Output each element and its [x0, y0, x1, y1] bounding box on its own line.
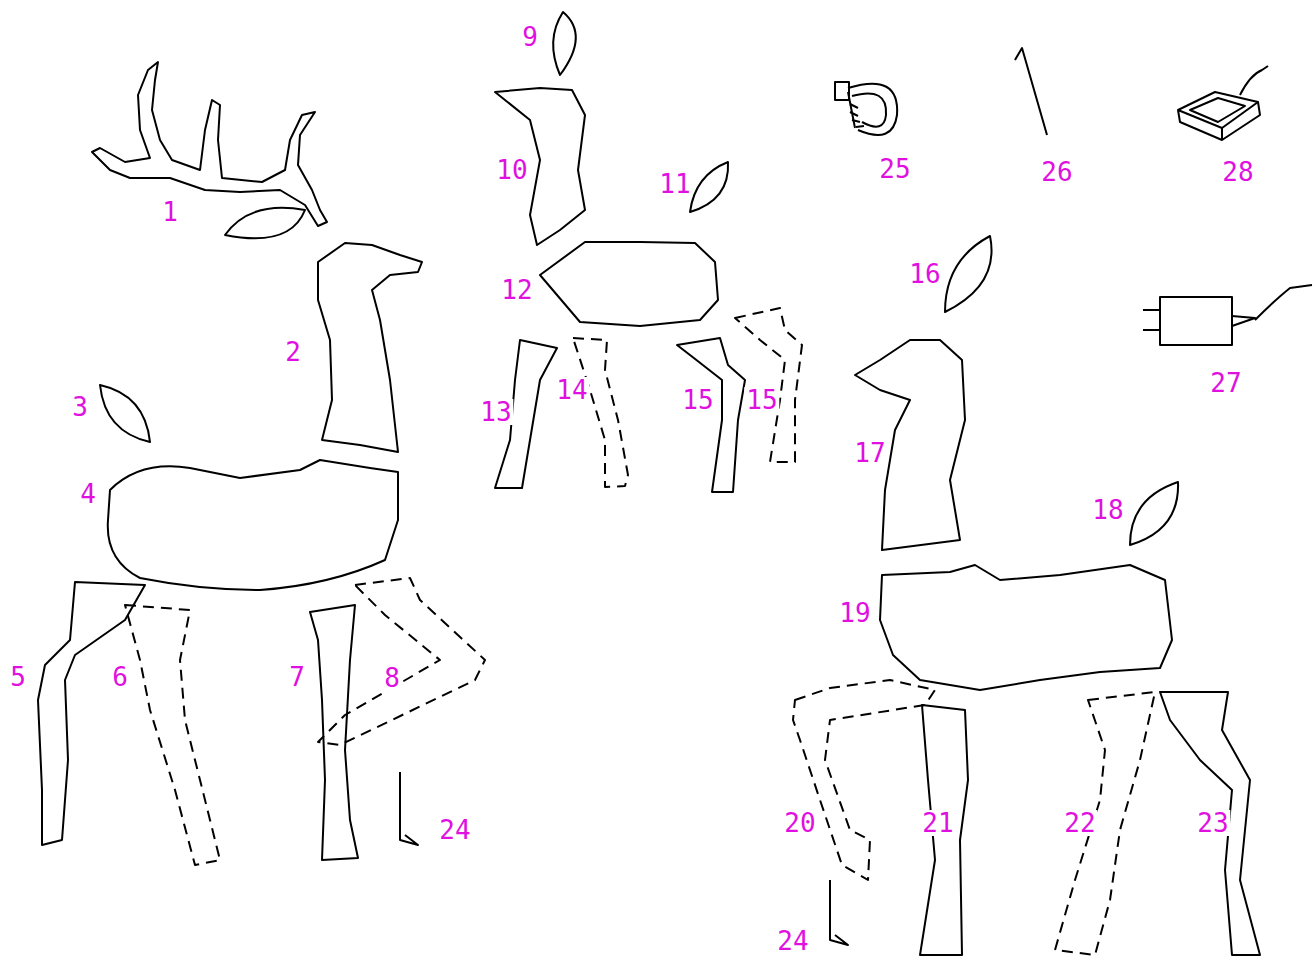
callout-number: 11	[657, 171, 692, 197]
callout-number: 1	[160, 199, 180, 225]
callout-number: 18	[1090, 497, 1125, 523]
ground-stake	[830, 880, 848, 945]
power-adapter	[1160, 297, 1232, 345]
leg	[1160, 692, 1260, 955]
head-neck	[495, 88, 585, 245]
callout-number: 27	[1208, 370, 1243, 396]
callout-number: 23	[1195, 810, 1230, 836]
callout-number: 24	[775, 928, 810, 954]
callout-number: 8	[382, 665, 402, 691]
callout-number: 20	[782, 810, 817, 836]
leg	[677, 338, 745, 492]
callout-number: 28	[1220, 159, 1255, 185]
leg-far-side	[735, 308, 802, 462]
antlers	[92, 62, 327, 226]
callout-number: 26	[1039, 159, 1074, 185]
callout-number: 3	[70, 394, 90, 420]
head-neck	[318, 243, 422, 452]
leg-far-side	[318, 578, 485, 745]
callout-number: 10	[494, 157, 529, 183]
callout-number: 22	[1062, 810, 1097, 836]
body	[540, 242, 718, 326]
callout-number: 4	[78, 481, 98, 507]
callout-number: 12	[499, 277, 534, 303]
callout-number: 25	[877, 156, 912, 182]
coil-windings	[850, 104, 864, 127]
plug	[835, 82, 849, 100]
leg	[920, 705, 968, 955]
leg-far-side	[793, 680, 935, 880]
callout-number: 15	[744, 387, 779, 413]
ear	[553, 12, 576, 75]
leg-far-side	[573, 338, 628, 487]
ear	[1130, 482, 1178, 545]
body	[108, 460, 398, 590]
adapter-prongs-and-cord	[1143, 285, 1312, 330]
callout-number: 6	[110, 664, 130, 690]
callout-number: 13	[478, 399, 513, 425]
light-string-coil	[848, 84, 897, 135]
leg	[310, 605, 358, 860]
callout-number: 21	[920, 810, 955, 836]
callout-number: 7	[287, 664, 307, 690]
ear	[100, 385, 150, 442]
callout-number: 5	[8, 664, 28, 690]
leg-far-side	[125, 605, 220, 865]
ear	[690, 162, 728, 212]
stake-pin	[1015, 48, 1047, 135]
leg-far-side	[1055, 692, 1155, 955]
callout-number: 19	[837, 600, 872, 626]
body	[880, 565, 1172, 690]
ground-stake	[400, 772, 418, 845]
callout-number: 24	[437, 817, 472, 843]
callout-number: 2	[283, 339, 303, 365]
callout-number: 9	[520, 24, 540, 50]
callout-number: 14	[554, 377, 589, 403]
callout-number: 15	[680, 387, 715, 413]
callout-number: 17	[852, 440, 887, 466]
callout-number: 16	[907, 261, 942, 287]
ear	[225, 208, 305, 239]
ear	[945, 236, 992, 312]
battery-box	[1178, 66, 1268, 140]
